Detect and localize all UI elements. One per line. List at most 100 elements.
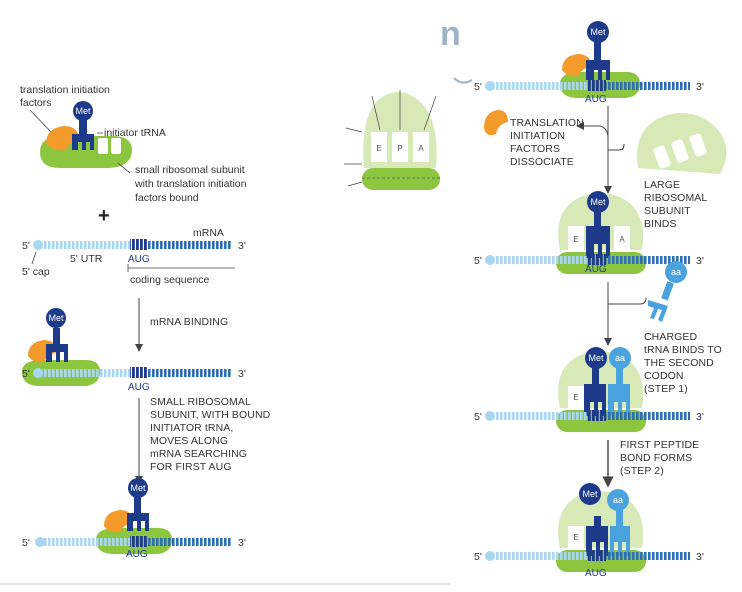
label-aug-2: AUG bbox=[128, 382, 150, 393]
coding-r3 bbox=[606, 412, 690, 420]
right-stage-2: E A Met 5' 3' AUG bbox=[474, 191, 704, 275]
five-prime-1: 5' bbox=[22, 240, 30, 252]
cap-r2 bbox=[485, 255, 495, 265]
met-circle-r4 bbox=[579, 483, 601, 505]
trna-stem-2 bbox=[53, 328, 60, 348]
five-prime-3: 5' bbox=[22, 537, 30, 549]
label-factors-4: DISSOCIATE bbox=[510, 156, 574, 168]
right-stage-1: Met 5' 3' AUG bbox=[474, 21, 704, 105]
met-label-3: Met bbox=[130, 483, 146, 493]
met-circle-r2 bbox=[587, 191, 609, 213]
factor-released bbox=[484, 110, 508, 136]
pointer-small-subunit bbox=[117, 162, 131, 174]
met-circle-2 bbox=[46, 308, 66, 328]
cap-circle-2 bbox=[33, 368, 43, 378]
right-stage-3: E Met aa 5' 3' bbox=[474, 347, 704, 432]
leader-3 bbox=[423, 95, 437, 131]
free-site-3 bbox=[689, 133, 707, 157]
site-e-r2 bbox=[568, 226, 584, 250]
label-peptide-3: (STEP 2) bbox=[620, 465, 664, 477]
label-large-2: RIBOSOMAL bbox=[644, 192, 707, 204]
fragment-arc bbox=[453, 77, 473, 84]
site-a-r2 bbox=[614, 226, 630, 250]
site-p-box bbox=[392, 132, 408, 162]
site-e-label: E bbox=[376, 144, 381, 153]
leader-6 bbox=[347, 181, 363, 187]
trna-body-r3a bbox=[584, 384, 606, 416]
coding-strand-3 bbox=[148, 538, 232, 546]
trna-stem-r1 bbox=[594, 42, 601, 64]
label-small-subunit-2: with translation initiation bbox=[134, 178, 247, 190]
aug-label-r1: AUG bbox=[585, 94, 607, 105]
leader-4 bbox=[345, 127, 363, 133]
label-coding-sequence: coding sequence bbox=[130, 274, 210, 286]
aa-stem-free bbox=[661, 281, 674, 301]
label-aug-1: AUG bbox=[128, 254, 150, 265]
mrna-r1 bbox=[494, 82, 588, 90]
label-moves-along-3: INITIATOR tRNA, bbox=[150, 422, 233, 434]
trna-stem-r4a bbox=[594, 516, 601, 530]
label-large-1: LARGE bbox=[644, 179, 680, 191]
site-box-2 bbox=[111, 138, 121, 154]
aug-r4 bbox=[588, 550, 606, 561]
three-prime-2: 3' bbox=[238, 368, 246, 380]
mrna-r3 bbox=[494, 412, 588, 420]
label-large-3: SUBUNIT bbox=[644, 205, 691, 217]
branch-r3 bbox=[608, 297, 647, 305]
aa-circle-r3 bbox=[609, 347, 631, 369]
mrna-strand-1 bbox=[42, 241, 130, 249]
three-prime-r4: 3' bbox=[696, 551, 704, 563]
aa-circle-r4 bbox=[607, 489, 629, 511]
initiation-factor-shape bbox=[46, 126, 80, 151]
met-label-r4: Met bbox=[582, 489, 598, 499]
label-peptide-1: FIRST PEPTIDE bbox=[620, 439, 699, 451]
coding-strand-1 bbox=[148, 241, 232, 249]
label-moves-along-6: FOR FIRST AUG bbox=[150, 461, 232, 473]
met-circle-r3 bbox=[585, 347, 607, 369]
trna-body bbox=[72, 134, 94, 150]
plus-sign: + bbox=[98, 205, 110, 227]
label-moves-along-5: mRNA SEARCHING bbox=[150, 448, 247, 460]
five-prime-r4: 5' bbox=[474, 551, 482, 563]
label-factors-3: FACTORS bbox=[510, 143, 560, 155]
label-translation-initiation-factors-2: factors bbox=[20, 97, 52, 109]
aa-label-free: aa bbox=[671, 267, 681, 277]
label-aug-3: AUG bbox=[126, 549, 148, 560]
aug-r3 bbox=[588, 410, 606, 421]
met-label-r1: Met bbox=[590, 27, 606, 37]
aa-label-r4: aa bbox=[613, 495, 623, 505]
ribosome-sketch: E P A bbox=[344, 90, 440, 190]
three-prime-r3: 3' bbox=[696, 411, 704, 423]
trna-body-r1 bbox=[586, 60, 610, 80]
initiation-factor-3 bbox=[104, 510, 134, 533]
trna-body-3 bbox=[127, 513, 149, 531]
label-moves-along-4: MOVES ALONG bbox=[150, 435, 228, 447]
label-charged-4: CODON bbox=[644, 370, 684, 382]
five-prime-r1: 5' bbox=[474, 81, 482, 93]
site-e-label-r3: E bbox=[573, 393, 578, 402]
free-site-1 bbox=[653, 145, 671, 169]
three-prime-1: 3' bbox=[238, 240, 246, 252]
right-stage-4: E Met aa 5' 3' AUG bbox=[474, 483, 704, 579]
large-subunit-free bbox=[637, 113, 727, 174]
aug-label-r2: AUG bbox=[585, 264, 607, 275]
trna-body-r4b bbox=[610, 526, 630, 556]
site-e-r3 bbox=[568, 386, 584, 408]
five-prime-2: 5' bbox=[22, 368, 30, 380]
free-site-2 bbox=[671, 139, 689, 163]
left-column: translation initiation factors Met initi… bbox=[20, 84, 271, 560]
label-charged-5: (STEP 1) bbox=[644, 383, 688, 395]
aug-r1 bbox=[588, 80, 606, 91]
five-prime-r2: 5' bbox=[474, 255, 482, 267]
five-cap-circle bbox=[33, 240, 43, 250]
heading-fragment: n bbox=[440, 15, 461, 53]
trna-stem-r2 bbox=[594, 210, 601, 230]
mrna-strand-3 bbox=[44, 538, 130, 546]
three-prime-r1: 3' bbox=[696, 81, 704, 93]
label-mrna-binding: mRNA BINDING bbox=[150, 316, 228, 328]
site-e-label-r2: E bbox=[573, 235, 578, 244]
coding-r1 bbox=[606, 82, 690, 90]
aa-circle-free bbox=[665, 261, 687, 283]
coding-r2 bbox=[606, 256, 690, 264]
